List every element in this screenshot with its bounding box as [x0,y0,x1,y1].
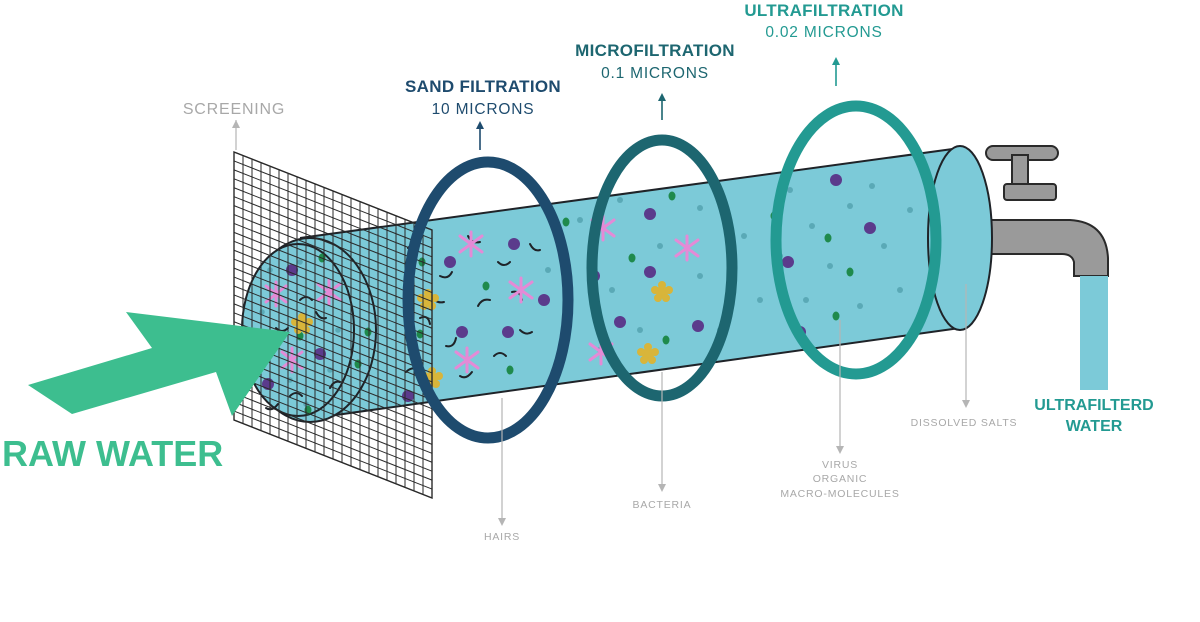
faucet-icon [974,145,1109,277]
mesh-line [233,374,433,454]
mesh-line [233,285,433,365]
leader-lines [235,120,967,524]
mesh-line [233,223,433,302]
ultrafiltration-size: 0.02 MICRONS [765,24,882,41]
dissolved-salts-label: DISSOLVED SALTS [911,417,1018,429]
mesh-line [233,205,433,285]
output-label-line2: WATER [1066,418,1123,435]
mesh-line [233,392,433,472]
bacteria-label: BACTERIA [633,499,692,511]
microfiltration-size: 0.1 MICRONS [601,65,709,82]
screening-label: SCREENING [183,101,285,118]
mesh-line [233,169,433,249]
mesh-line [233,410,433,490]
microfiltration-title: MICROFILTRATION [575,41,735,60]
macro-molecules-label: MACRO-MOLECULES [780,488,899,500]
screening-mesh [233,150,433,500]
output-label-line1: ULTRAFILTERD [1034,397,1153,414]
sand-filtration-title: SAND FILTRATION [405,77,561,96]
purple-particles [402,174,876,402]
mesh-line [233,303,433,383]
mesh-line [233,419,433,499]
stage-arrows [476,57,840,150]
mesh-line [233,151,433,231]
mesh-line [233,160,433,240]
mesh-line [233,178,433,258]
mesh-line [233,383,433,463]
mesh-line [233,365,433,445]
virus-label: VIRUS [822,459,858,471]
mesh-line [233,187,433,267]
raw-water-label: RAW WATER [2,433,223,474]
hairs-label: HAIRS [484,531,520,543]
mesh-line [233,357,433,436]
mesh-line [233,294,433,374]
raw-water-arrow [28,312,290,416]
mesh-line [233,312,433,392]
sand-filter-ring [402,156,574,444]
green-particles [416,191,854,375]
leader-arrowheads [232,120,970,526]
mesh-line [233,258,433,338]
mesh-line [233,267,433,347]
pipe [299,145,993,421]
mesh-line [233,401,433,481]
yellow-particles [417,281,673,388]
ultra-filter-ring [770,100,942,380]
mesh-line [233,276,433,356]
mesh-line [233,240,433,320]
water-stream [1080,276,1108,390]
mesh-line [233,249,433,329]
organic-label: ORGANIC [813,473,868,485]
mesh-line [233,214,433,293]
mesh-line [233,196,433,276]
mesh-line [233,231,433,311]
ultrafiltration-title: ULTRAFILTRATION [744,1,903,20]
sand-filtration-size: 10 MICRONS [432,101,535,118]
